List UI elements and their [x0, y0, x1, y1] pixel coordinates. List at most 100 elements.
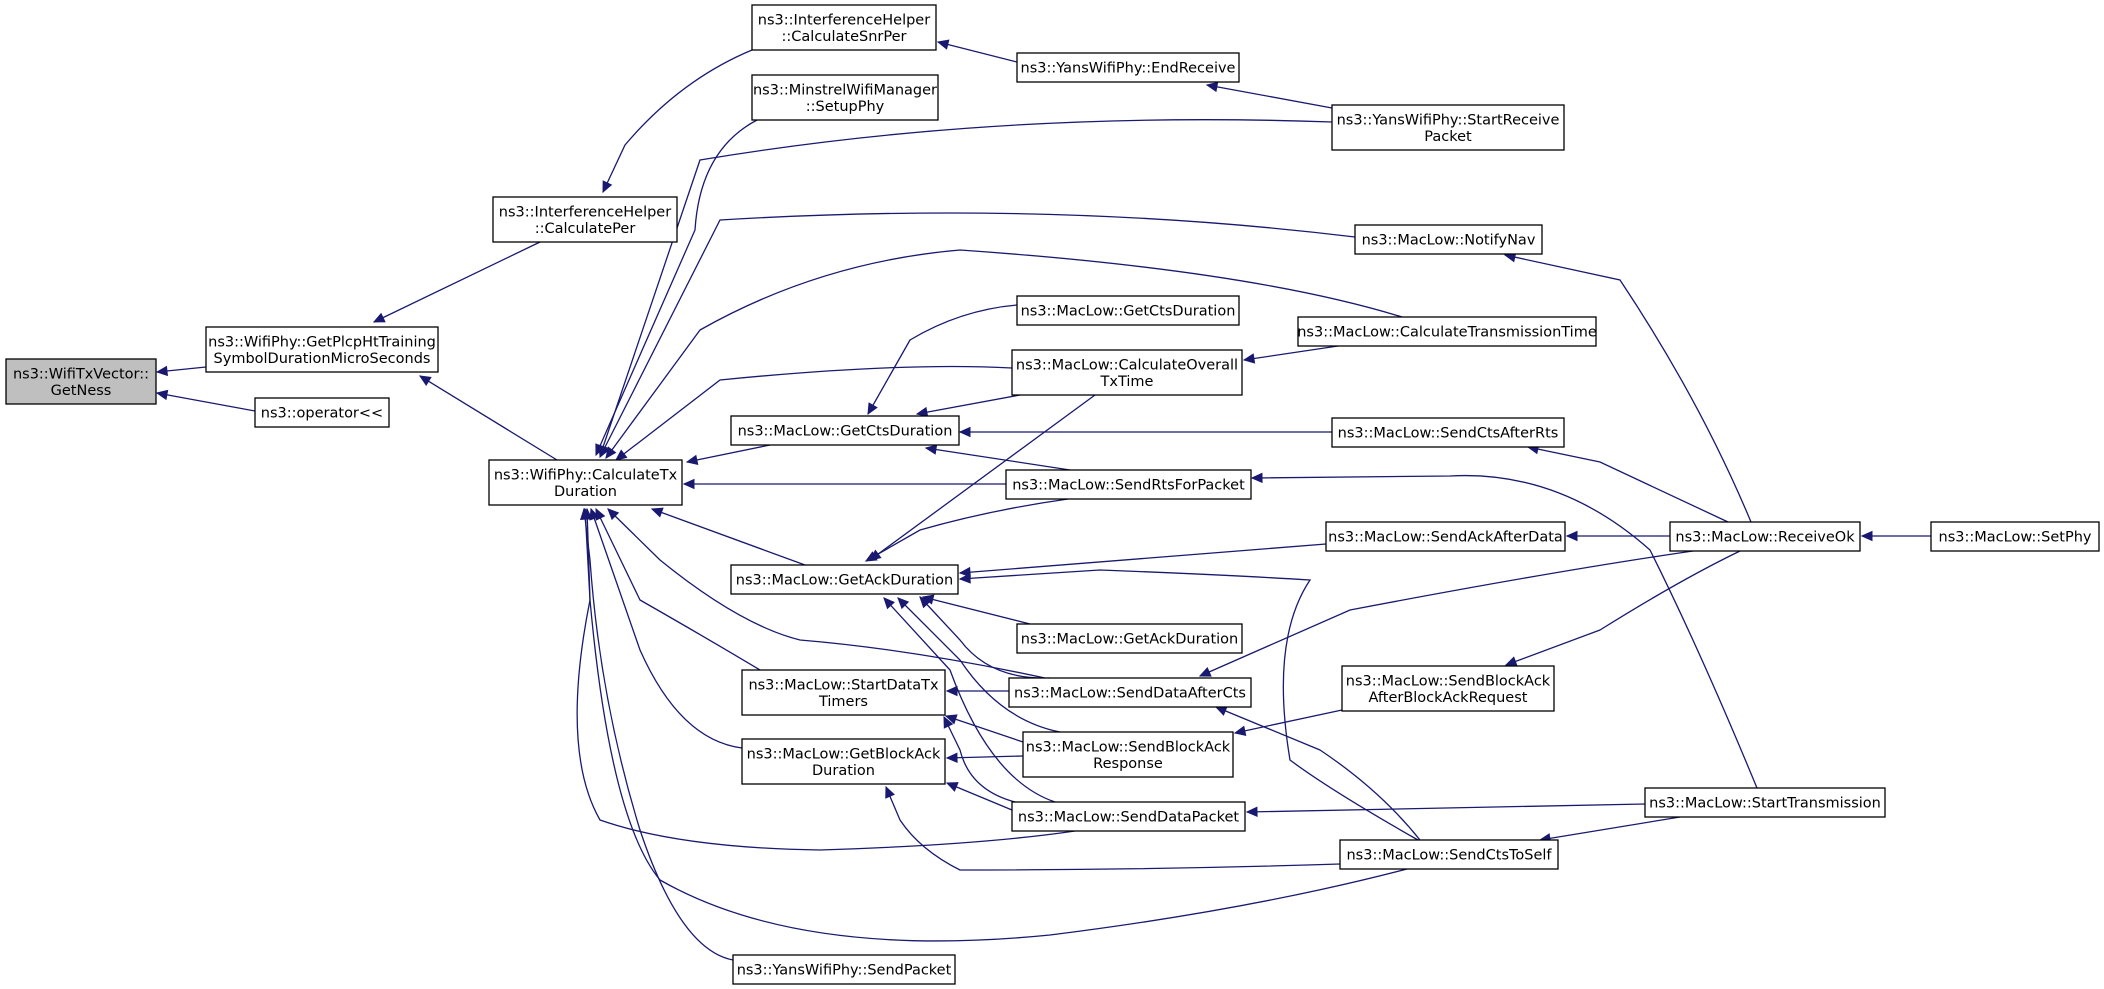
node-box — [1354, 224, 1543, 255]
node-box — [1930, 521, 2100, 552]
node-sendctstoself[interactable]: ns3::MacLow::SendCtsToSelf — [1339, 839, 1559, 870]
edge-getblockack-to-calctx — [589, 507, 743, 749]
edge-line — [945, 715, 1024, 743]
arrowhead — [1205, 81, 1219, 93]
edge-line — [595, 508, 766, 674]
edge-sendblockackresp-to-getack — [897, 597, 1061, 733]
edge-sendblockackresp-to-getblockack — [945, 752, 1024, 763]
edge-calcoverall-to-calctx — [615, 365, 1013, 461]
edge-calcoverall-to-getcts — [915, 394, 1021, 418]
node-box — [1331, 417, 1565, 448]
edge-line — [1504, 254, 1752, 523]
node-calcsnr[interactable]: ns3::InterferenceHelper::CalculateSnrPer — [751, 4, 937, 51]
edge-line — [686, 444, 771, 463]
arrowhead — [418, 375, 432, 386]
arrowhead — [958, 426, 971, 438]
node-label: ns3::MacLow::CalculateOverall — [1016, 357, 1238, 373]
arrowhead — [1242, 353, 1256, 364]
node-minstrel[interactable]: ns3::MinstrelWifiManager::SetupPhy — [751, 74, 939, 121]
edge-senddatapacket-to-starttimers — [943, 715, 1016, 803]
node-getness[interactable]: ns3::WifiTxVector::GetNess — [5, 358, 157, 405]
node-box — [488, 459, 683, 506]
edge-starttransmission-to-senddatapacket — [1245, 803, 1646, 818]
node-getack2[interactable]: ns3::MacLow::GetAckDuration — [1016, 623, 1243, 654]
node-operator[interactable]: ns3::operator<< — [254, 397, 390, 428]
node-label: ns3::MacLow::SendDataPacket — [1018, 810, 1240, 826]
node-label: ns3::InterferenceHelper — [758, 12, 930, 28]
node-notifynav[interactable]: ns3::MacLow::NotifyNav — [1354, 224, 1543, 255]
arrowhead — [1198, 666, 1212, 677]
node-label: ns3::MacLow::SendAckAfterData — [1328, 530, 1563, 546]
arrowhead — [885, 785, 895, 799]
node-getack[interactable]: ns3::MacLow::GetAckDuration — [730, 564, 959, 595]
arrowhead — [945, 752, 958, 763]
arrowhead — [1504, 656, 1518, 667]
node-label: ns3::MacLow::StartTransmission — [1649, 796, 1881, 812]
node-label: ns3::WifiPhy::GetPlcpHtTraining — [208, 334, 436, 350]
node-calctrans[interactable]: ns3::MacLow::CalculateTransmissionTime — [1297, 316, 1597, 347]
node-getcts2[interactable]: ns3::MacLow::GetCtsDuration — [1016, 295, 1240, 326]
edge-line — [651, 508, 806, 566]
edge-getplcp-to-getness — [155, 365, 207, 377]
node-sendrts[interactable]: ns3::MacLow::SendRtsForPacket — [1005, 469, 1252, 500]
arrowhead — [602, 180, 613, 194]
node-getplcp[interactable]: ns3::WifiPhy::GetPlcpHtTrainingSymbolDur… — [205, 326, 439, 373]
edge-calctx-to-getplcp — [418, 375, 558, 461]
node-label: ns3::MacLow::GetBlockAck — [747, 746, 941, 762]
edge-senddatapacket-to-getack — [883, 597, 1056, 803]
arrowhead — [1565, 530, 1578, 542]
edges-layer — [155, 39, 1931, 961]
edge-calctrans-to-calcoverall — [1242, 345, 1339, 364]
node-starttransmission[interactable]: ns3::MacLow::StartTransmission — [1644, 787, 1886, 818]
node-label: ns3::YansWifiPhy::StartReceive — [1337, 112, 1560, 128]
node-box — [730, 564, 959, 595]
node-label: ns3::MacLow::SendCtsAfterRts — [1338, 426, 1559, 442]
node-yanssendpacket[interactable]: ns3::YansWifiPhy::SendPacket — [732, 954, 956, 985]
node-senddatapacket[interactable]: ns3::MacLow::SendDataPacket — [1011, 801, 1246, 832]
edge-line — [156, 392, 256, 412]
edge-line — [1215, 706, 1421, 841]
arrowhead — [864, 551, 878, 562]
edge-senddataaftercts-to-starttimers — [945, 685, 1009, 697]
node-receiveok[interactable]: ns3::MacLow::ReceiveOk — [1669, 521, 1861, 552]
node-endrecv[interactable]: ns3::YansWifiPhy::EndReceive — [1016, 52, 1240, 83]
edge-sendblockackafter-to-sendblockackresp — [1233, 709, 1343, 736]
edge-sendctstoself-to-getack — [958, 569, 1419, 841]
node-label: ns3::MacLow::ReceiveOk — [1675, 530, 1855, 546]
edge-line — [599, 119, 1333, 457]
node-label: ::CalculatePer — [535, 221, 636, 237]
node-sendctsafterrts[interactable]: ns3::MacLow::SendCtsAfterRts — [1331, 417, 1565, 448]
node-sendblockackafter[interactable]: ns3::MacLow::SendBlockAckAfterBlockAckRe… — [1341, 665, 1555, 712]
node-label: ns3::MacLow::StartDataTx — [748, 677, 939, 693]
edge-line — [1505, 550, 1741, 666]
node-label: ns3::MinstrelWifiManager — [753, 82, 937, 98]
node-box — [1325, 521, 1566, 552]
node-box — [1022, 731, 1234, 778]
node-box — [1644, 787, 1886, 818]
edge-line — [867, 304, 1018, 415]
edge-line — [583, 508, 734, 961]
node-calcper[interactable]: ns3::InterferenceHelper::CalculatePer — [492, 196, 678, 243]
node-box — [1016, 295, 1240, 326]
edge-line — [1539, 816, 1681, 841]
node-getcts[interactable]: ns3::MacLow::GetCtsDuration — [730, 415, 960, 446]
edge-line — [943, 716, 1016, 803]
edge-line — [1199, 549, 1701, 677]
node-setphy[interactable]: ns3::MacLow::SetPhy — [1930, 521, 2100, 552]
edge-line — [869, 394, 1096, 561]
arrowhead — [685, 454, 699, 466]
node-sendackafterdata[interactable]: ns3::MacLow::SendAckAfterData — [1325, 521, 1566, 552]
edge-sendctstoself-to-senddataaftercts — [1214, 706, 1421, 841]
edge-sendrts-to-getcts — [924, 444, 1071, 471]
edge-line — [1206, 84, 1333, 109]
arrowhead — [919, 596, 932, 609]
node-label: ns3::MacLow::GetAckDuration — [1021, 632, 1239, 648]
edge-line — [599, 212, 1356, 458]
node-senddataaftercts[interactable]: ns3::MacLow::SendDataAfterCts — [1008, 677, 1252, 708]
